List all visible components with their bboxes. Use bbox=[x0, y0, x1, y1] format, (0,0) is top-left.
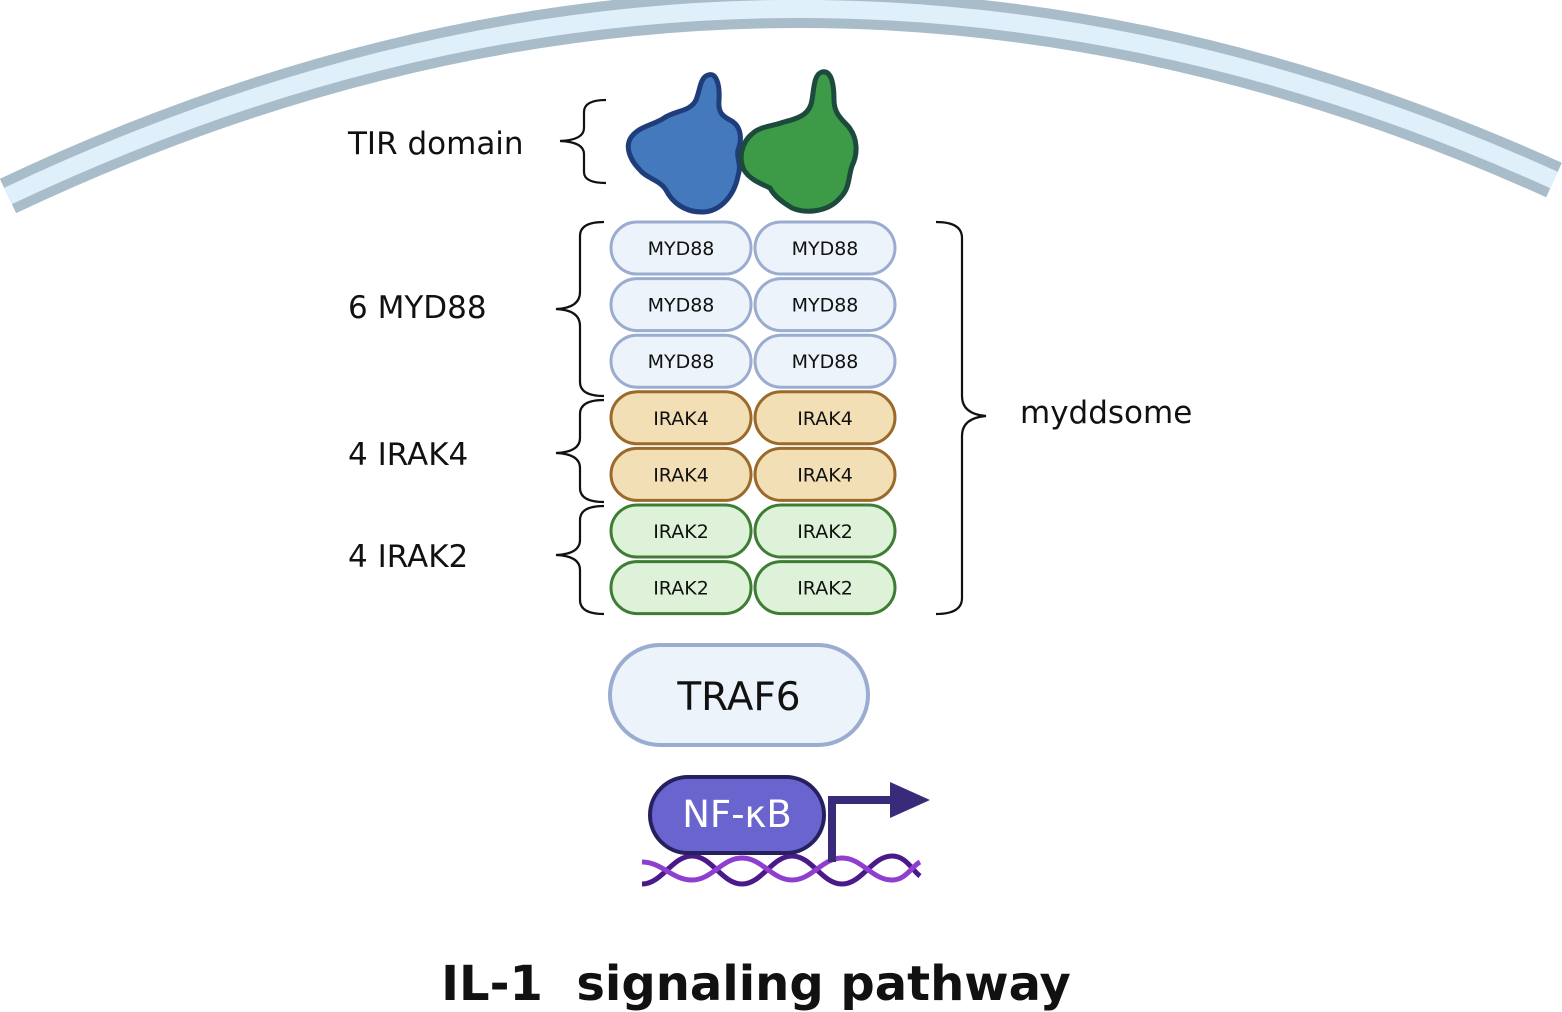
irak2-protein: IRAK2 bbox=[609, 503, 753, 559]
traf6-label: TRAF6 bbox=[676, 675, 800, 720]
cell-membrane bbox=[0, 0, 1562, 214]
irak4-protein: IRAK4 bbox=[609, 446, 753, 502]
tir-domain-label: TIR domain bbox=[347, 126, 524, 162]
myd88-protein: MYD88 bbox=[753, 220, 897, 276]
irak2-label: IRAK2 bbox=[653, 578, 709, 600]
myd88-protein: MYD88 bbox=[753, 277, 897, 333]
nfkb-label: NF-κB bbox=[682, 793, 792, 836]
irak2-protein: IRAK2 bbox=[753, 560, 897, 616]
irak2-label: IRAK2 bbox=[797, 578, 853, 600]
myddsome-label: myddsome bbox=[1020, 395, 1192, 431]
tir-domain-green bbox=[738, 69, 859, 214]
tir-domain-blue bbox=[625, 72, 743, 215]
irak2-group-label: 4 IRAK2 bbox=[348, 539, 468, 575]
dna-helix bbox=[641, 853, 922, 887]
myd88-protein: MYD88 bbox=[753, 333, 897, 389]
myd88-label: MYD88 bbox=[792, 351, 859, 373]
myd88-protein: MYD88 bbox=[609, 333, 753, 389]
transcription-arrow-icon bbox=[828, 782, 930, 862]
irak4-brace bbox=[555, 398, 605, 504]
irak4-label: IRAK4 bbox=[797, 408, 853, 430]
nfkb-protein: NF-κB bbox=[648, 775, 826, 855]
irak4-label: IRAK4 bbox=[653, 408, 709, 430]
tir-domain-brace bbox=[559, 98, 607, 185]
irak2-label: IRAK2 bbox=[653, 521, 709, 543]
myddsome-brace bbox=[935, 220, 987, 616]
irak2-protein: IRAK2 bbox=[753, 503, 897, 559]
myd88-protein: MYD88 bbox=[609, 220, 753, 276]
irak4-protein: IRAK4 bbox=[609, 390, 753, 446]
myd88-protein: MYD88 bbox=[609, 277, 753, 333]
irak4-label: IRAK4 bbox=[653, 464, 709, 486]
myd88-label: MYD88 bbox=[792, 295, 859, 317]
irak4-group-label: 4 IRAK4 bbox=[348, 437, 468, 473]
irak4-protein: IRAK4 bbox=[753, 390, 897, 446]
myd88-label: MYD88 bbox=[648, 351, 715, 373]
irak2-protein: IRAK2 bbox=[609, 560, 753, 616]
irak2-brace bbox=[555, 504, 605, 616]
irak2-label: IRAK2 bbox=[797, 521, 853, 543]
irak4-label: IRAK4 bbox=[797, 464, 853, 486]
myd88-group-label: 6 MYD88 bbox=[348, 290, 487, 326]
diagram-title: IL-1 signaling pathway bbox=[441, 956, 1071, 1012]
myd88-brace bbox=[555, 220, 605, 398]
myd88-label: MYD88 bbox=[648, 238, 715, 260]
myd88-label: MYD88 bbox=[648, 295, 715, 317]
traf6-protein: TRAF6 bbox=[608, 643, 870, 747]
irak4-protein: IRAK4 bbox=[753, 446, 897, 502]
myd88-label: MYD88 bbox=[792, 238, 859, 260]
